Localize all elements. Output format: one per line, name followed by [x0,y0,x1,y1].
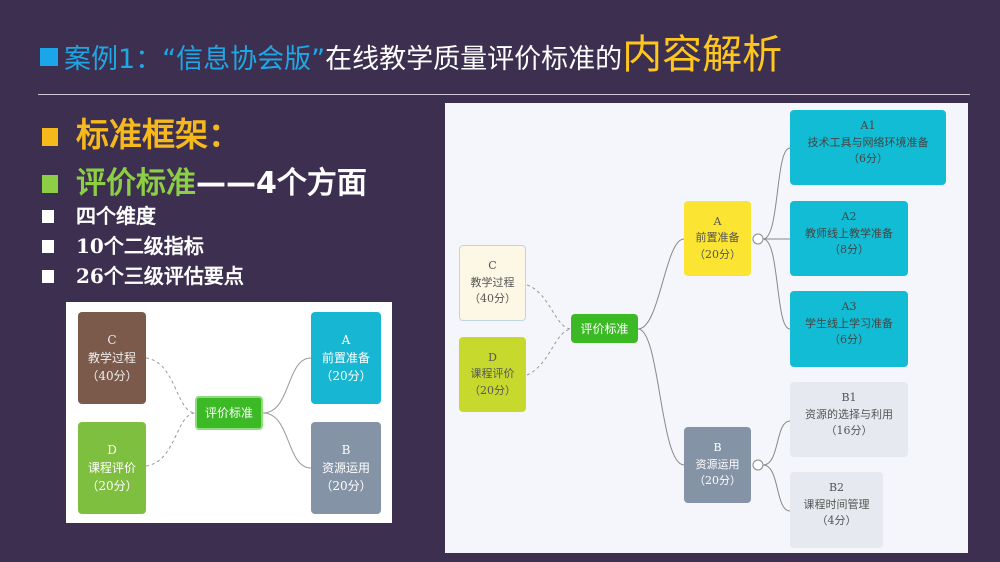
node-text: （20分） [320,479,372,493]
node-b1: B1 资源的选择与利用 （16分） [790,382,908,457]
bullet-text: 四个维度 [76,204,156,228]
framework-heading-text: 标准框架： [76,115,241,154]
node-text: （8分） [829,243,869,256]
node-text: 前置准备 [695,231,740,245]
node-text: C [488,259,497,273]
bullet-item: 26个三级评估要点 [42,260,244,289]
node-text: B2 [828,481,845,494]
node-text: 资源运用 [321,461,370,475]
node-text: （4分） [816,514,857,527]
title-part-highlight: 内容解析 [622,32,783,78]
node-a1: A1 技术工具与网络环境准备 （6分） [790,110,946,185]
node-text: 前置准备 [321,351,370,365]
node-text: （20分） [86,479,138,493]
framework-heading: 标准框架： [42,108,241,156]
node-text: 课程评价 [87,461,136,475]
node-d: D 课程评价 （20分） [78,422,146,514]
node-text: B [713,441,722,455]
node-text: 资源的选择与利用 [805,407,893,421]
node-text: （40分） [469,292,516,306]
node-b: B 资源运用 （20分） [311,422,381,514]
node-d: D 课程评价 （20分） [459,337,526,412]
slide-title: 案例1：“信息协会版”在线教学质量评价标准的内容解析 [40,22,782,80]
title-part-blue: 案例1：“信息协会版” [64,44,326,75]
node-b: B 资源运用 （20分） [684,427,751,503]
node-center: 评价标准 [571,314,638,343]
divider [38,94,970,95]
node-text: B1 [841,391,857,404]
collapse-icon [752,459,764,471]
node-text: 教学过程 [470,275,515,289]
bullet-item: 四个维度 [42,200,156,229]
node-text: （20分） [469,383,516,397]
node-text: （40分） [86,369,138,383]
node-text: 资源运用 [695,457,740,471]
node-text: D [488,350,497,364]
node-text: C [107,333,117,347]
node-text: （20分） [694,474,741,488]
node-text: 评价标准 [580,321,629,336]
node-text: （20分） [694,247,741,261]
criteria-heading-rest: ——4个方面 [196,166,367,201]
node-text: 课程时间管理 [803,497,870,511]
title-part-white: 在线教学质量评价标准的 [325,44,623,75]
node-center: 评价标准 [195,396,263,430]
node-text: A3 [841,300,857,313]
bullet-square-icon [42,240,54,253]
node-text: 评价标准 [204,406,253,420]
node-text: （20分） [320,369,372,383]
node-text: 课程评价 [470,367,515,381]
node-text: 学生线上学习准备 [805,316,893,330]
node-text: B [341,443,351,457]
node-text: A [713,214,722,228]
bullet-square-icon [40,48,58,66]
criteria-heading-green: 评价标准 [76,166,196,201]
node-c: C 教学过程 （40分） [78,312,146,404]
node-text: （6分） [829,333,869,346]
node-b2: B2 课程时间管理 （4分） [790,472,883,548]
bullet-square-icon [42,128,58,146]
bullet-square-icon [42,175,58,193]
node-text: A [341,333,351,347]
node-text: A1 [860,119,876,132]
bullet-text: 10个二级指标 [76,234,204,258]
bullet-square-icon [42,270,54,283]
bullet-text: 26个三级评估要点 [76,264,244,288]
node-a3: A3 学生线上学习准备 （6分） [790,291,908,367]
node-c: C 教学过程 （40分） [459,245,526,321]
criteria-heading: 评价标准——4个方面 [42,158,367,202]
node-text: （6分） [848,152,888,165]
node-a: A 前置准备 （20分） [311,312,381,404]
node-text: 教学过程 [87,351,136,365]
node-text: D [107,443,117,457]
node-text: 技术工具与网络环境准备 [807,135,929,149]
node-text: A2 [841,210,857,223]
node-text: （16分） [825,424,873,437]
bullet-square-icon [42,210,54,223]
small-map-connectors [145,357,312,469]
node-a: A 前置准备 （20分） [684,201,751,276]
large-map-connectors [526,147,791,512]
collapse-icon [752,233,764,245]
bullet-item: 10个二级指标 [42,230,204,259]
node-a2: A2 教师线上教学准备 （8分） [790,201,908,276]
node-text: 教师线上教学准备 [805,226,893,240]
